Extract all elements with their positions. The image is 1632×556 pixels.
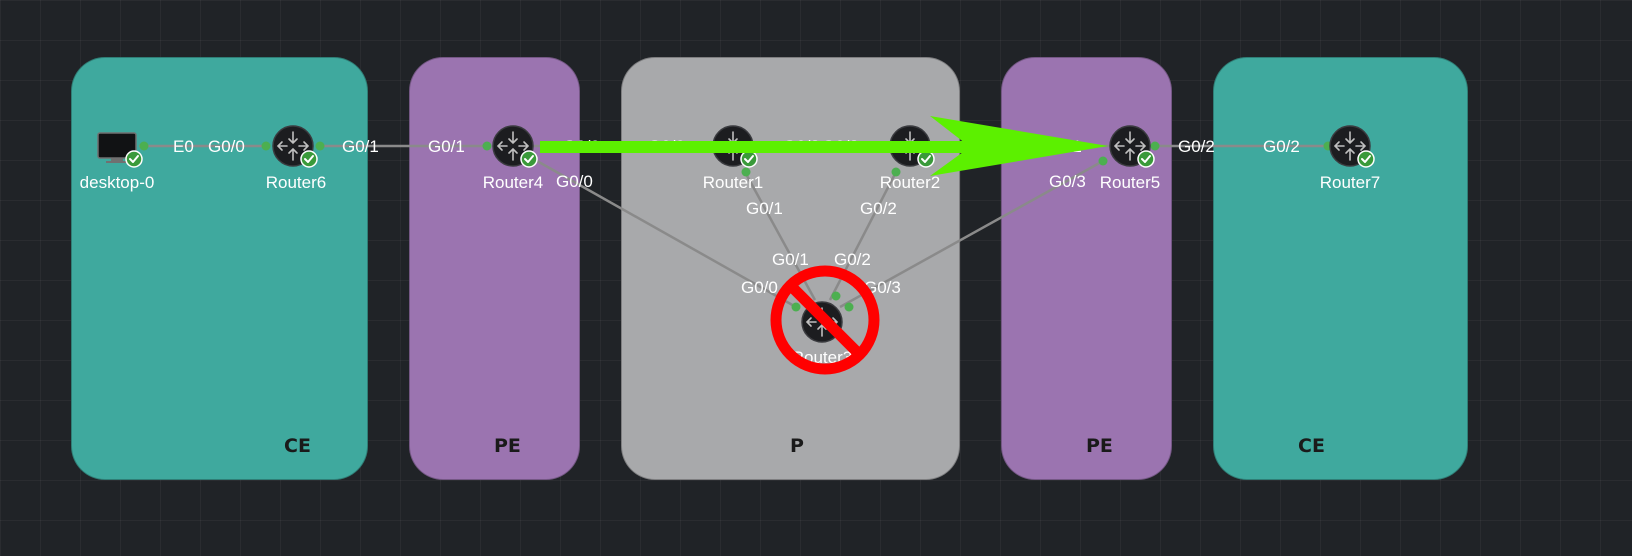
port-dot [891, 167, 901, 177]
node-desktop-0[interactable] [97, 132, 143, 168]
status-ok-icon [520, 150, 538, 168]
node-label: Router1 [703, 173, 763, 192]
port-label: G0/3 [864, 278, 901, 297]
node-router5[interactable] [1109, 125, 1155, 168]
status-ok-icon [125, 150, 143, 168]
zone-label: P [790, 435, 804, 457]
node-router4[interactable] [492, 125, 538, 168]
status-ok-icon [1137, 150, 1155, 168]
port-dot [831, 291, 841, 301]
zone-label: PE [1086, 435, 1113, 457]
port-label: G0/1 [428, 137, 465, 156]
desktop-icon [97, 132, 137, 163]
port-label: G0/1 [342, 137, 379, 156]
node-label: desktop-0 [80, 173, 155, 192]
status-ok-icon [740, 150, 758, 168]
port-dot [315, 141, 325, 151]
port-label: E0 [173, 137, 194, 156]
port-label: G0/0 [556, 172, 593, 191]
node-label: Router6 [266, 173, 326, 192]
port-label: G0/1 [772, 250, 809, 269]
zone-label: CE [284, 435, 311, 457]
zone-label: PE [494, 435, 521, 457]
port-dot [139, 141, 149, 151]
port-dot [1098, 156, 1108, 166]
node-label: Router5 [1100, 173, 1160, 192]
port-label: G0/2 [1178, 137, 1215, 156]
status-ok-icon [300, 150, 318, 168]
node-label: Router7 [1320, 173, 1380, 192]
zone-pe-right[interactable]: PE [1001, 57, 1172, 480]
zone-label: CE [1298, 435, 1325, 457]
port-dot [1150, 141, 1160, 151]
port-label: G0/1 [746, 199, 783, 218]
port-label: G0/2 [860, 199, 897, 218]
link-router5-router3[interactable] [839, 159, 1104, 309]
port-dot [791, 302, 801, 312]
port-label: G0/2 [834, 250, 871, 269]
zone-ce-left[interactable]: CE [71, 57, 368, 480]
traffic-path-arrow [540, 116, 1108, 176]
port-label: G0/3 [1049, 172, 1086, 191]
node-router7[interactable] [1329, 125, 1375, 168]
zone-pe-left[interactable]: PE [409, 57, 580, 480]
node-router6[interactable] [272, 125, 318, 168]
zone-ce-right[interactable]: CE [1213, 57, 1468, 480]
node-label: Router2 [880, 173, 940, 192]
port-label: G0/0 [741, 278, 778, 297]
port-dot [482, 141, 492, 151]
link-router4-router3[interactable] [529, 155, 797, 309]
node-label: Router4 [483, 173, 543, 192]
port-label: G0/0 [208, 137, 245, 156]
blocked-icon [770, 265, 880, 375]
status-ok-icon [1357, 150, 1375, 168]
port-dot [844, 302, 854, 312]
status-ok-icon [917, 150, 935, 168]
port-dot [261, 141, 271, 151]
port-dot [741, 167, 751, 177]
port-label: G0/2 [1263, 137, 1300, 156]
